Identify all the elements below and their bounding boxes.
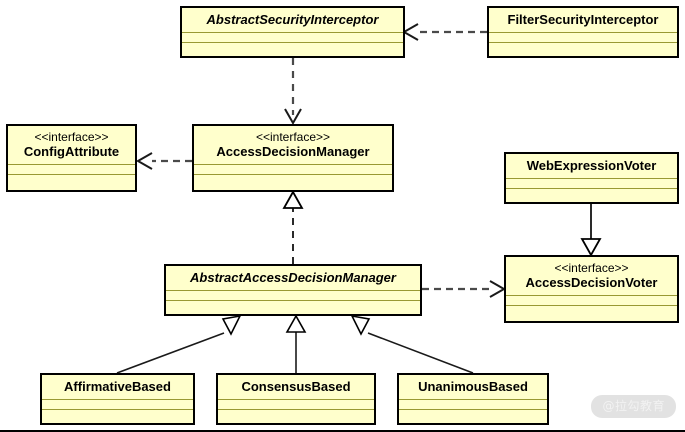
rel-affirmative-to-aadm [116, 314, 242, 374]
uml-class-filter-security-interceptor[interactable]: FilterSecurityInterceptor [487, 6, 679, 58]
class-stereotype: <<interface>> [34, 130, 109, 144]
class-name: FilterSecurityInterceptor [507, 12, 659, 27]
class-name: ConfigAttribute [23, 144, 120, 159]
class-name: UnanimousBased [418, 379, 528, 394]
class-operations-compartment [506, 306, 677, 315]
class-stereotype: <<interface>> [255, 130, 331, 144]
class-title-unanimous-based: UnanimousBased [399, 375, 547, 400]
watermark-label: @拉勾教育 [591, 395, 676, 418]
class-name: AccessDecisionVoter [525, 275, 658, 290]
class-operations-compartment [194, 175, 392, 184]
uml-class-access-decision-voter[interactable]: <<interface>> AccessDecisionVoter [504, 255, 679, 323]
class-operations-compartment [489, 43, 677, 52]
class-title-web-expression-voter: WebExpressionVoter [506, 154, 677, 179]
rel-unanimous-to-aadm [350, 314, 474, 374]
class-title-affirmative-based: AffirmativeBased [42, 375, 193, 400]
rel-aadm-to-adv [422, 280, 507, 298]
rel-consensus-to-aadm [285, 314, 307, 373]
class-name: AbstractSecurityInterceptor [206, 12, 379, 27]
class-attributes-compartment [194, 165, 392, 175]
class-name: AffirmativeBased [64, 379, 171, 394]
class-operations-compartment [166, 301, 420, 310]
class-stereotype: <<interface>> [554, 261, 629, 275]
uml-class-abstract-access-decision-manager[interactable]: AbstractAccessDecisionManager [164, 264, 422, 316]
class-attributes-compartment [218, 400, 374, 410]
uml-class-consensus-based[interactable]: ConsensusBased [216, 373, 376, 425]
class-title-access-decision-voter: <<interface>> AccessDecisionVoter [506, 257, 677, 296]
class-name: AccessDecisionManager [216, 144, 370, 159]
rel-adm-to-config-attribute [135, 152, 192, 170]
class-operations-compartment [506, 189, 677, 198]
rel-interceptor-to-adm [284, 58, 302, 126]
class-title-consensus-based: ConsensusBased [218, 375, 374, 400]
class-attributes-compartment [506, 179, 677, 189]
rel-aadm-to-adm [282, 190, 304, 264]
class-title-access-decision-manager: <<interface>> AccessDecisionManager [194, 126, 392, 165]
class-name: WebExpressionVoter [526, 158, 657, 173]
rel-filter-to-abstract-interceptor [401, 23, 487, 41]
rel-web-voter-to-adv [580, 204, 602, 257]
uml-class-unanimous-based[interactable]: UnanimousBased [397, 373, 549, 425]
class-operations-compartment [182, 43, 403, 52]
class-attributes-compartment [166, 291, 420, 301]
class-operations-compartment [42, 410, 193, 419]
class-attributes-compartment [8, 165, 135, 175]
class-attributes-compartment [506, 296, 677, 306]
class-attributes-compartment [182, 33, 403, 43]
class-attributes-compartment [489, 33, 677, 43]
uml-class-access-decision-manager[interactable]: <<interface>> AccessDecisionManager [192, 124, 394, 192]
class-attributes-compartment [399, 400, 547, 410]
class-title-abstract-security-interceptor: AbstractSecurityInterceptor [182, 8, 403, 33]
class-name: ConsensusBased [241, 379, 351, 394]
class-title-config-attribute: <<interface>> ConfigAttribute [8, 126, 135, 165]
uml-class-abstract-security-interceptor[interactable]: AbstractSecurityInterceptor [180, 6, 405, 58]
class-title-filter-security-interceptor: FilterSecurityInterceptor [489, 8, 677, 33]
uml-class-config-attribute[interactable]: <<interface>> ConfigAttribute [6, 124, 137, 192]
uml-class-web-expression-voter[interactable]: WebExpressionVoter [504, 152, 679, 204]
class-operations-compartment [399, 410, 547, 419]
class-attributes-compartment [42, 400, 193, 410]
class-title-abstract-access-decision-manager: AbstractAccessDecisionManager [166, 266, 420, 291]
class-operations-compartment [8, 175, 135, 184]
class-operations-compartment [218, 410, 374, 419]
class-name: AbstractAccessDecisionManager [190, 270, 396, 285]
uml-class-affirmative-based[interactable]: AffirmativeBased [40, 373, 195, 425]
